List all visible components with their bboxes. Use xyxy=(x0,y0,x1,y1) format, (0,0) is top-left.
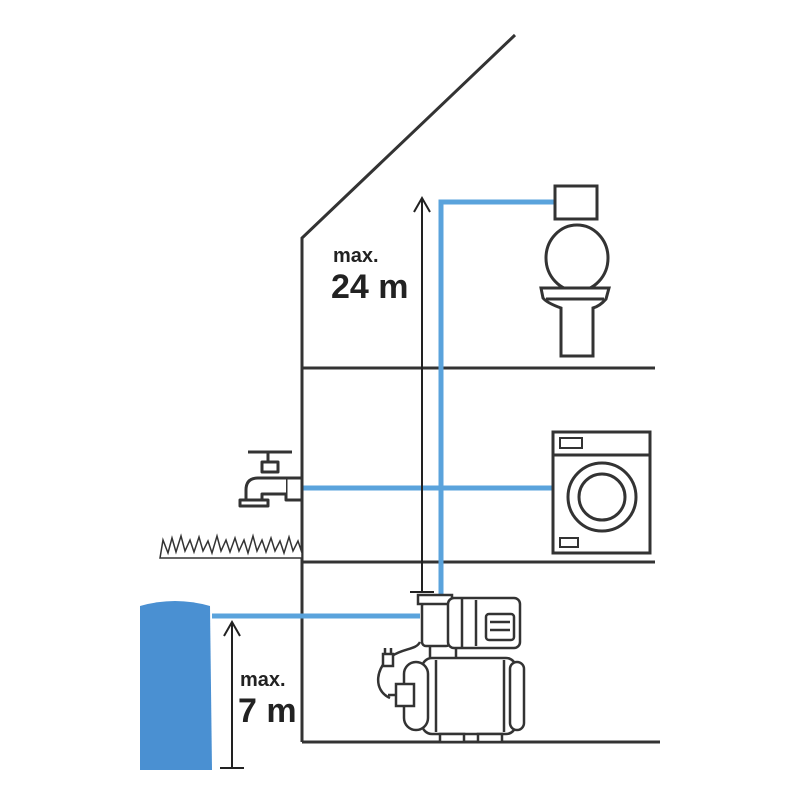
grass-icon xyxy=(159,533,303,559)
pipe-riser-to-toilet xyxy=(438,199,555,598)
height-arrow-24m xyxy=(410,195,434,593)
height-arrow-7m xyxy=(220,619,244,769)
house-outline xyxy=(300,33,660,744)
label-max-bottom: max. xyxy=(240,669,286,691)
washing-machine-icon xyxy=(551,430,652,555)
water-pipes xyxy=(212,199,555,619)
label-max-top: max. xyxy=(333,245,379,267)
garden-tap-icon xyxy=(238,450,304,508)
roof-and-left-wall xyxy=(300,33,517,742)
label-7m: 7 m xyxy=(238,692,297,730)
toilet-icon xyxy=(539,184,611,358)
pump-icon xyxy=(377,593,526,744)
water-source-icon xyxy=(140,601,212,770)
label-24m: 24 m xyxy=(331,268,409,306)
